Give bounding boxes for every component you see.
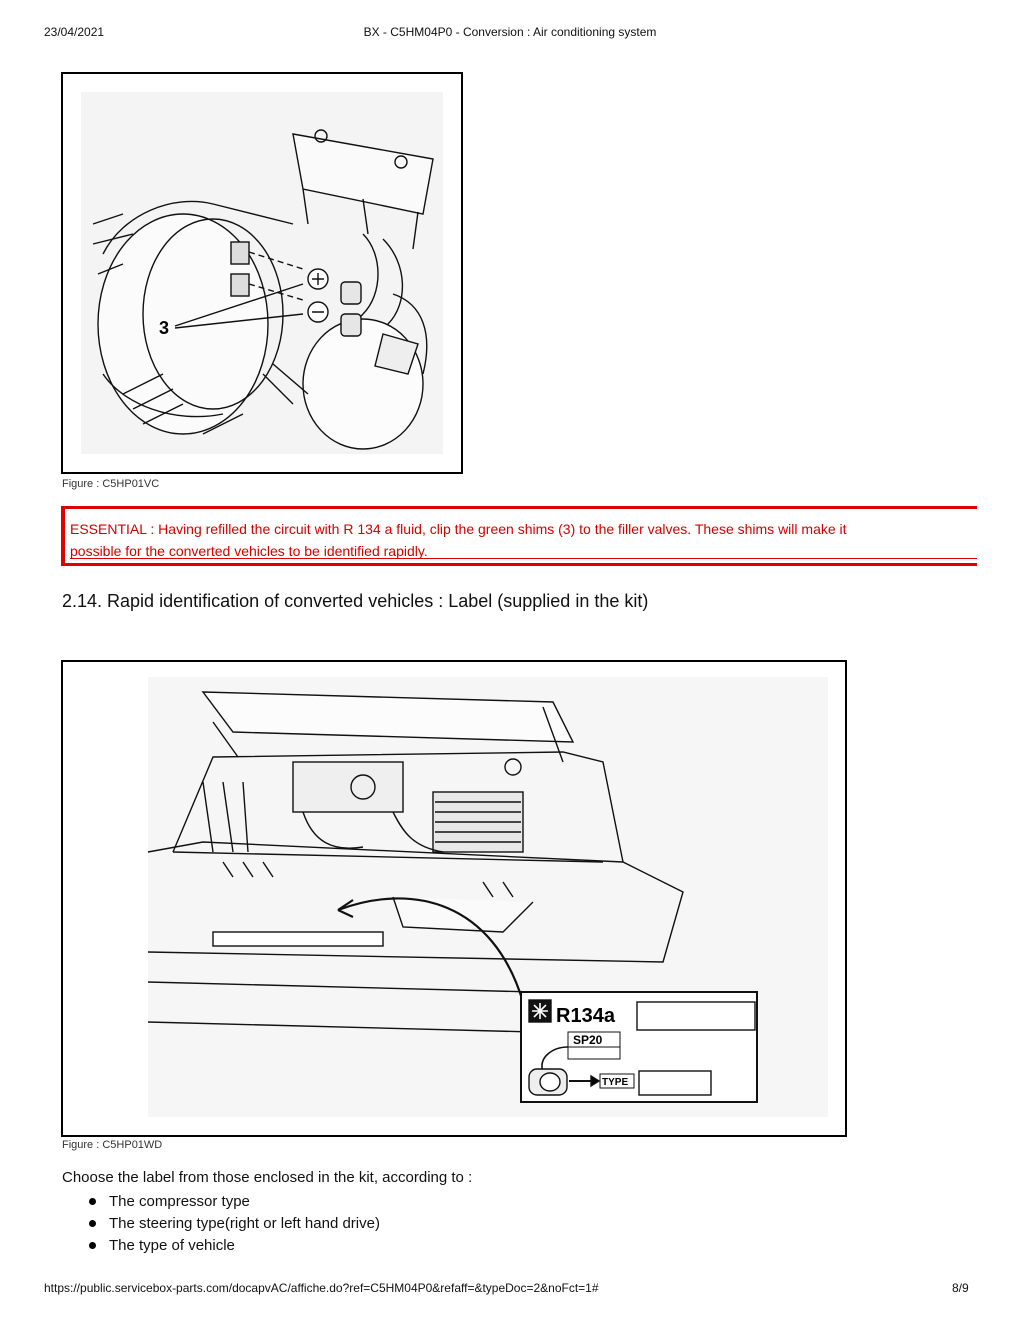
- essential-note-line1: ESSENTIAL : Having refilled the circuit …: [70, 521, 847, 537]
- section-title: 2.14. Rapid identification of converted …: [62, 591, 649, 611]
- figure1-callout: 3: [159, 318, 169, 338]
- footer-page-number: 8/9: [952, 1281, 969, 1295]
- intro-text: Choose the label from those enclosed in …: [62, 1169, 473, 1186]
- essential-note: ESSENTIAL : Having refilled the circuit …: [61, 506, 977, 566]
- criteria-list: The compressor type The steering type(ri…: [62, 1191, 380, 1257]
- figure1-caption: Figure : C5HP01VC: [62, 478, 160, 490]
- essential-note-line2: possible for the converted vehicles to b…: [70, 543, 428, 559]
- label-refrigerant: R134a: [556, 1005, 616, 1027]
- figure-engine-bay-label: R134a SP20 TYPE: [61, 660, 847, 1137]
- list-item: The compressor type: [62, 1191, 380, 1213]
- list-item: The type of vehicle: [62, 1235, 380, 1257]
- footer-url: https://public.servicebox-parts.com/doca…: [44, 1281, 599, 1295]
- header-date: 23/04/2021: [44, 25, 105, 39]
- label-oil: SP20: [573, 1033, 603, 1047]
- figure-compressor-valves: 3: [61, 72, 463, 474]
- label-type: TYPE: [602, 1077, 628, 1088]
- header-title: BX - C5HM04P0 - Conversion : Air conditi…: [363, 25, 657, 39]
- figure2-caption: Figure : C5HP01WD: [62, 1139, 163, 1151]
- list-item: The steering type(right or left hand dri…: [62, 1213, 380, 1235]
